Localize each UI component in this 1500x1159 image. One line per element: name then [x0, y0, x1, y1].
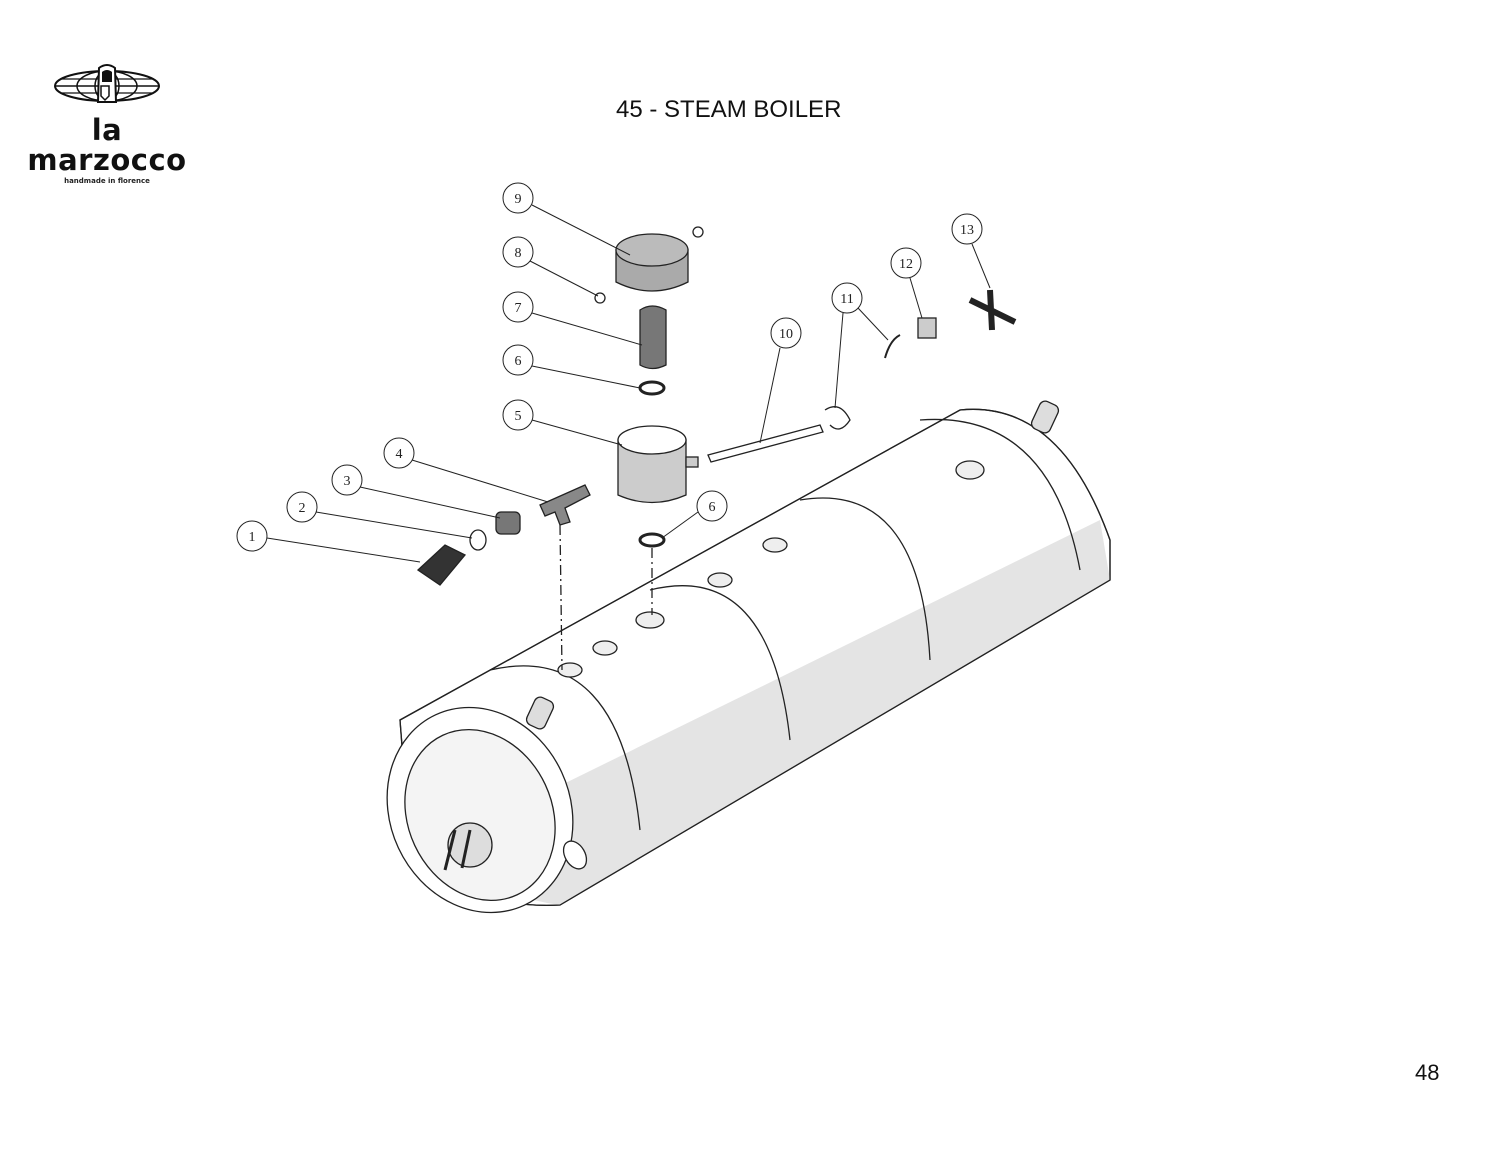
svg-text:12: 12	[899, 257, 913, 272]
svg-text:6: 6	[515, 354, 522, 369]
callout-8: 8	[502, 236, 599, 297]
svg-text:7: 7	[515, 301, 522, 316]
svg-text:9: 9	[515, 192, 522, 207]
callout-10: 10	[759, 317, 802, 444]
brand-name: la marzocco	[27, 113, 187, 177]
tee-fitting-part-13	[968, 289, 1017, 331]
svg-text:5: 5	[515, 409, 522, 424]
callout-13: 13	[951, 213, 991, 289]
svg-text:1: 1	[249, 530, 256, 545]
callout-5: 5	[502, 399, 623, 446]
svg-text:4: 4	[396, 447, 403, 462]
globe-lion-emblem-icon	[54, 64, 160, 103]
svg-text:11: 11	[840, 292, 853, 307]
svg-text:6: 6	[709, 500, 716, 515]
gasket-part-2	[469, 529, 487, 551]
callout-6-upper: 6	[502, 344, 641, 389]
callout-6-lower: 6	[661, 490, 728, 539]
callout-11: 11	[831, 282, 889, 409]
callout-4: 4	[383, 437, 549, 503]
bracket-part-12	[917, 317, 937, 339]
fitting-part-3	[495, 511, 521, 535]
callout-2: 2	[286, 491, 473, 539]
callout-1: 1	[236, 520, 421, 563]
callout-9: 9	[502, 182, 631, 256]
callout-7: 7	[502, 291, 643, 346]
pressure-switch-part-1	[416, 544, 467, 586]
tube-part-10	[707, 424, 824, 463]
cap-part-9	[615, 233, 689, 292]
brand-tagline: handmade in florence	[64, 177, 150, 185]
callout-3: 3	[331, 464, 501, 519]
clip-part-11	[824, 334, 901, 430]
svg-text:3: 3	[344, 474, 351, 489]
svg-text:13: 13	[960, 223, 974, 238]
reservoir-part-5	[617, 425, 699, 504]
la-marzocco-logo: la marzocco handmade in florence	[12, 62, 202, 185]
steam-boiler-body	[386, 400, 1111, 914]
svg-text:8: 8	[515, 246, 522, 261]
tee-fitting-part-4	[539, 484, 591, 526]
callout-12: 12	[890, 247, 923, 319]
svg-text:2: 2	[299, 501, 306, 516]
page-number: 48	[1415, 1060, 1440, 1085]
safety-valve-part-7	[639, 305, 667, 370]
svg-text:10: 10	[779, 327, 793, 342]
page-title: 45 - STEAM BOILER	[616, 96, 842, 123]
